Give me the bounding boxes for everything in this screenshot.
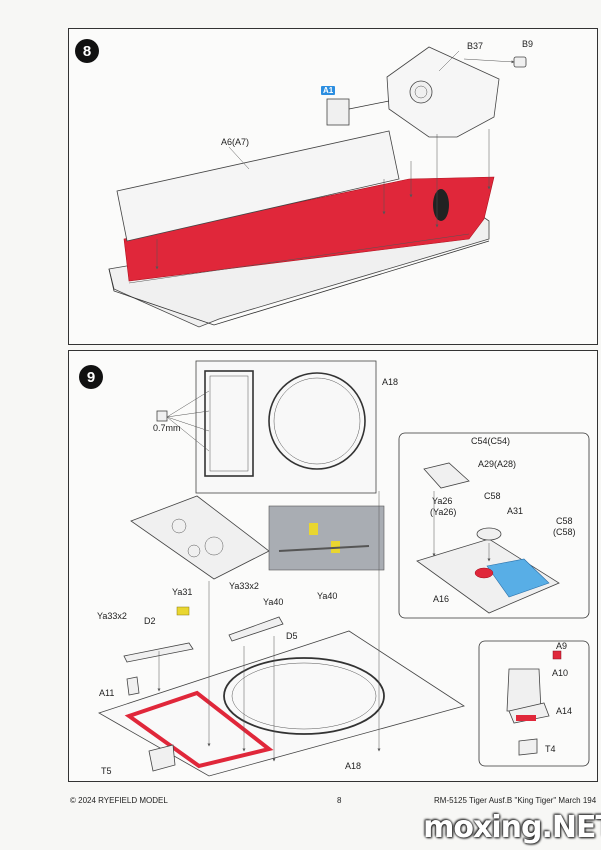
plate-a18-plan (195, 360, 377, 494)
step-9-drawing (98, 360, 590, 777)
part-a1 (326, 98, 350, 126)
label-d2: D2 (144, 616, 156, 626)
ruler-icon (156, 410, 168, 422)
engine-deck-plate (130, 495, 270, 580)
step-8-drawing (108, 46, 527, 328)
label-a14: A14 (556, 706, 573, 716)
label-a31: A31 (507, 506, 524, 516)
label-t5: T5 (101, 766, 112, 776)
label-c54: C54(C54) (471, 436, 511, 446)
part-ya31 (176, 606, 190, 616)
label-ya26b: (Ya26) (430, 507, 457, 517)
hull-roof-red-frame (124, 690, 274, 769)
part-t5-hinge (148, 744, 176, 772)
site-watermark: moxing.NET (423, 809, 601, 845)
step-number-badge: 9 (79, 365, 103, 389)
part-d2 (123, 642, 194, 663)
label-a18-top: A18 (382, 377, 399, 387)
label-thickness: 0.7mm (153, 423, 181, 433)
label-a6: A6(A7) (221, 137, 250, 147)
footer-copyright: © 2024 RYEFIELD MODEL (70, 796, 168, 805)
label-ya40-a: Ya40 (263, 597, 284, 607)
footer-page-number: 8 (337, 796, 342, 805)
label-b9: B9 (522, 39, 534, 49)
label-a29: A29(A28) (478, 459, 517, 469)
label-ya33x2-left: Ya33x2 (97, 611, 127, 621)
label-c58: C58 (484, 491, 501, 501)
reference-photo (268, 505, 385, 571)
label-t4: T4 (545, 744, 556, 754)
label-ya31: Ya31 (172, 587, 193, 597)
label-a9: A9 (556, 641, 568, 651)
step-number-badge: 8 (75, 39, 99, 63)
part-d5-rail (228, 616, 284, 642)
hull-interior-red (123, 176, 495, 282)
footer-product-title: RM-5125 Tiger Ausf.B "King Tiger" March … (434, 796, 597, 805)
label-a16: A16 (433, 594, 450, 604)
step-8-panel: 8 B37 (68, 28, 598, 345)
label-a11: A11 (99, 688, 115, 698)
label-a18-bottom: A18 (345, 761, 362, 771)
warning-icon (552, 650, 562, 660)
label-a10: A10 (552, 668, 569, 678)
label-a1: A1 (321, 86, 336, 95)
rear-plate-b37 (386, 46, 500, 138)
part-b9 (513, 56, 527, 68)
step-9-panel: 9 (68, 350, 598, 782)
label-b37: B37 (467, 41, 484, 51)
part-a11 (126, 676, 140, 696)
label-c58b: C58 (556, 516, 573, 526)
label-ya33x2-right: Ya33x2 (229, 581, 259, 591)
label-ya40-b: Ya40 (317, 591, 338, 601)
label-c58c: (C58) (553, 527, 576, 537)
side-wall-a6 (116, 130, 400, 242)
label-ya26: Ya26 (432, 496, 453, 506)
label-d5: D5 (286, 631, 298, 641)
